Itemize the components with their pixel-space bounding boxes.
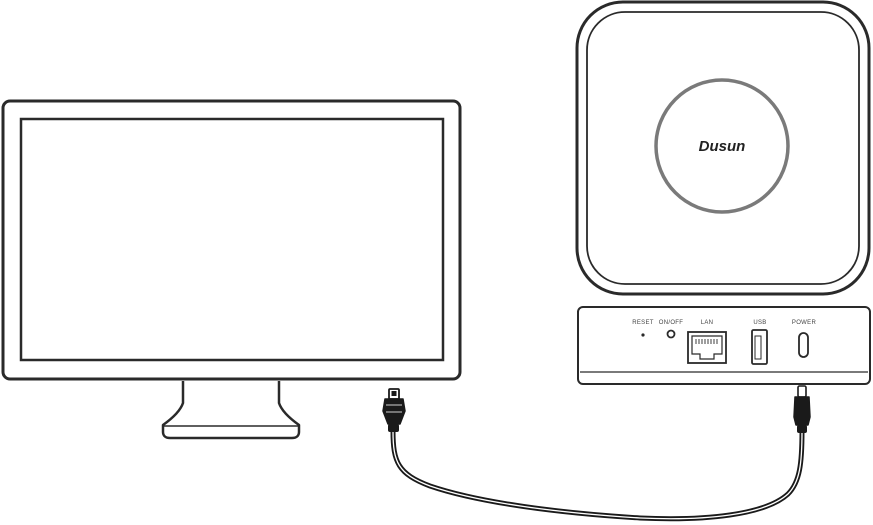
brand-logo: Dusun [699,138,746,155]
onoff-label: ON/OFF [659,320,683,326]
reset-pinhole [641,333,645,337]
monitor [1,99,462,440]
monitor-stand [161,381,301,440]
monitor-screen [19,117,445,362]
reset-label: RESET [632,320,654,326]
usb-label: USB [753,320,766,326]
usb-port [751,329,768,365]
cable-line [390,428,805,522]
lan-port [687,331,727,364]
hub-top-view: Dusun [575,0,871,296]
power-port [798,332,809,358]
hub-port-panel: RESET ON/OFF LAN USB POWER [577,306,871,385]
hub-logo-ring [654,78,790,214]
usb-cable [382,385,811,522]
power-label: POWER [792,320,817,326]
left-cable-connector [382,388,406,432]
onoff-button [666,329,676,339]
lan-label: LAN [701,320,714,326]
right-cable-connector [793,385,811,433]
